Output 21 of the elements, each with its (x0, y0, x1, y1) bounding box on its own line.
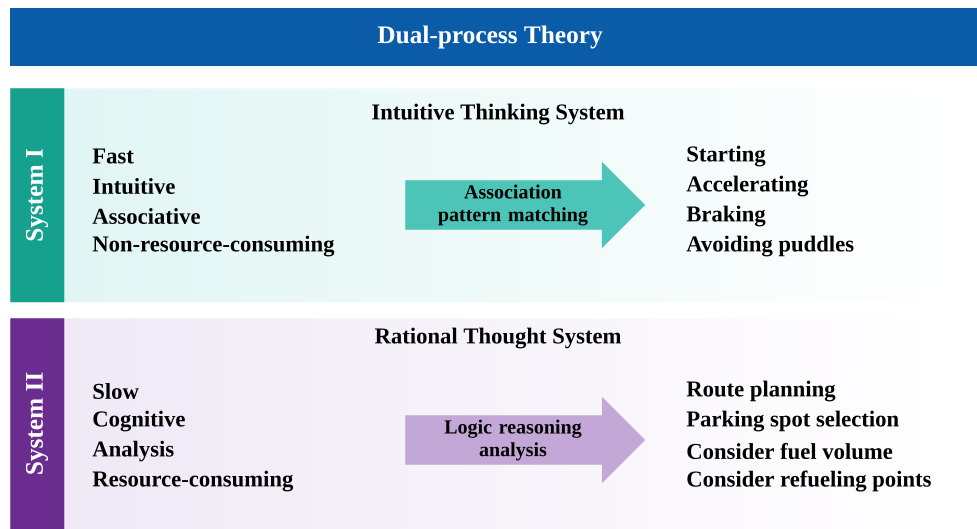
panel-heading: Rational Thought System (374, 328, 622, 348)
list-item: Fast (92, 148, 134, 164)
title-band: Dual-process Theory (10, 8, 977, 66)
list-item: Non-resource-consuming (92, 236, 334, 256)
side-tab: System I (10, 88, 64, 302)
list-item: Parking spot selection (686, 410, 899, 432)
list-item: Slow (93, 383, 139, 399)
side-tab: System II (10, 318, 64, 529)
list-item: Consider fuel volume (687, 442, 892, 460)
panel-heading: Intuitive Thinking System (372, 104, 624, 124)
list-item: Avoiding puddles (686, 236, 854, 256)
list-item: Cognitive (93, 410, 185, 432)
list-item: Analysis (92, 440, 174, 462)
list-item: Intuitive (93, 178, 175, 194)
list-item: Resource-consuming (92, 470, 294, 492)
list-item: Route planning (686, 380, 836, 402)
list-item: Associative (92, 208, 200, 224)
list-item: Starting (688, 146, 766, 166)
list-item: Accelerating (686, 176, 808, 196)
list-item: Consider refueling points (687, 470, 931, 492)
list-item: Braking (686, 206, 766, 226)
